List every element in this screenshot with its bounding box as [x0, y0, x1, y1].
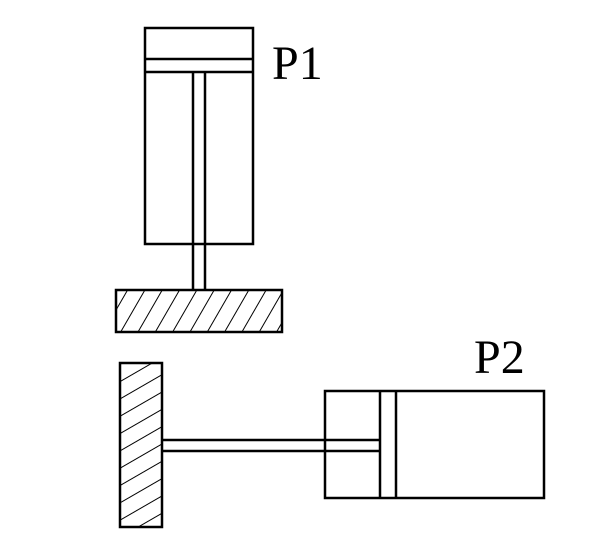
- label-p1: P1: [272, 37, 323, 90]
- label-p2: P2: [474, 331, 525, 384]
- fixed-block-horizontal: [114, 288, 284, 334]
- cylinder-p1-body: [143, 26, 255, 246]
- cylinder-p1: [143, 26, 255, 290]
- cylinder-p2-body: [323, 389, 546, 500]
- cylinder-p2: [162, 389, 546, 500]
- fixed-block-vertical: [118, 361, 164, 529]
